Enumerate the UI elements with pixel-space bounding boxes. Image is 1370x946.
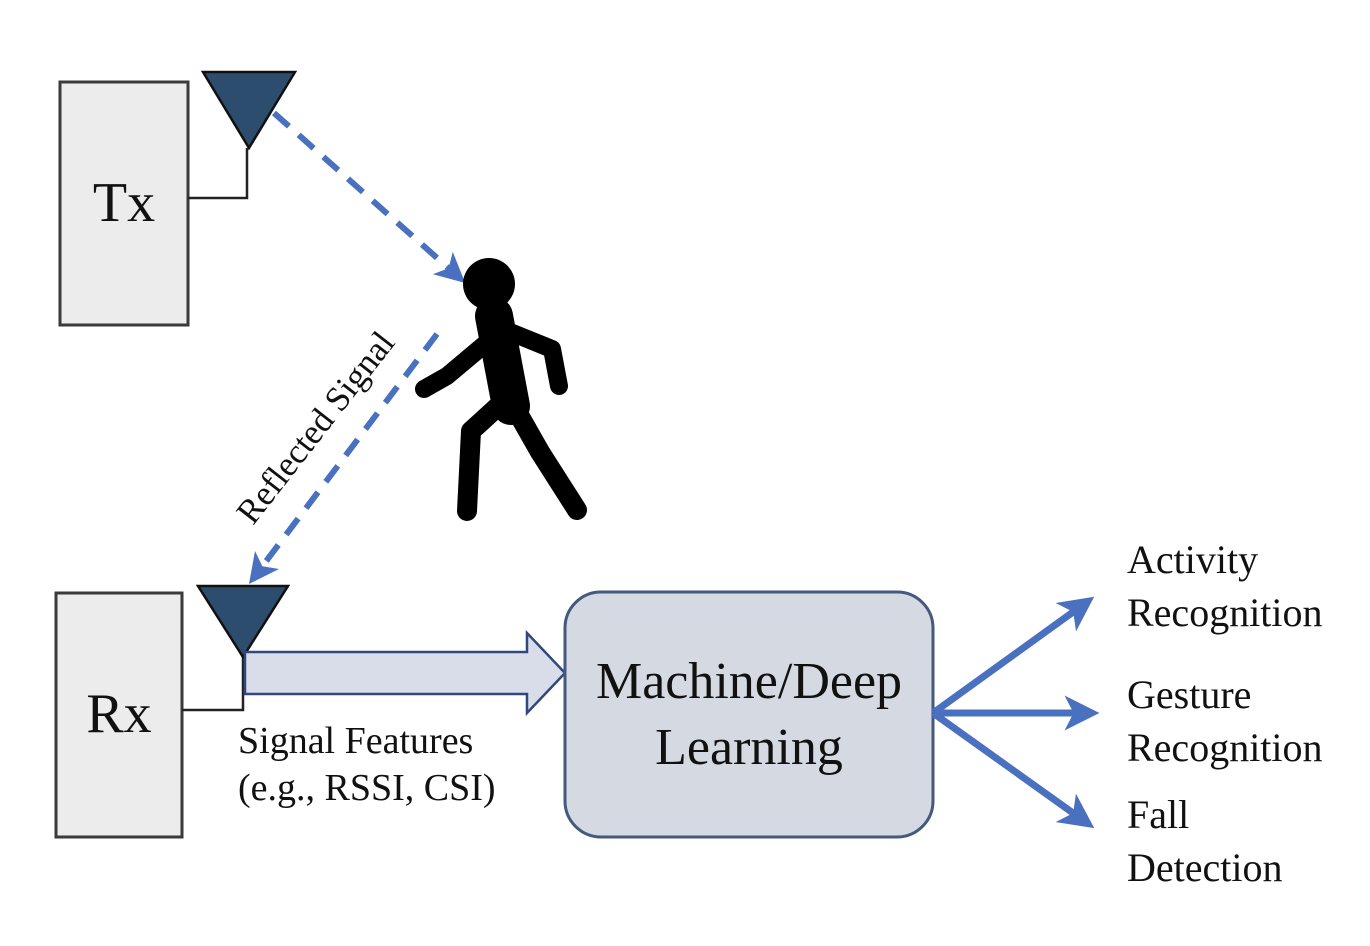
reflected-signal-dashed-arrow — [248, 332, 440, 584]
tx-antenna-icon — [200, 70, 298, 151]
signal-features-line2: (e.g., RSSI, CSI) — [238, 767, 496, 809]
output-label-gesture: Gesture Recognition — [1127, 668, 1323, 774]
output-arrow-fall — [930, 710, 1095, 829]
output-gesture-line2: Recognition — [1127, 725, 1323, 770]
rx-box — [54, 591, 184, 839]
ml-label: Machine/Deep Learning — [565, 592, 933, 837]
incident-signal-dashed-arrow — [272, 110, 466, 283]
output-fall-line1: Fall — [1127, 792, 1190, 837]
tx-antenna-feed-line — [188, 148, 249, 200]
rx-label: Rx — [86, 683, 152, 746]
tx-label: Tx — [92, 171, 156, 234]
output-fall-line2: Detection — [1127, 845, 1283, 890]
walking-person-icon — [415, 258, 587, 521]
rx-antenna-feed-line — [182, 657, 245, 712]
tx-box — [58, 80, 190, 327]
output-activity-line2: Recognition — [1127, 590, 1323, 635]
rx-antenna-icon — [195, 584, 291, 660]
output-label-fall: Fall Detection — [1127, 788, 1283, 894]
output-activity-line1: Activity — [1127, 537, 1259, 582]
output-arrow-activity — [930, 596, 1095, 716]
ml-label-line1: Machine/Deep — [595, 652, 903, 710]
signal-features-label: Signal Features (e.g., RSSI, CSI) — [238, 718, 496, 812]
ml-label-line2: Learning — [655, 718, 843, 776]
output-gesture-line1: Gesture — [1127, 672, 1252, 717]
output-label-activity: Activity Recognition — [1127, 533, 1323, 639]
signal-features-block-arrow — [243, 629, 567, 717]
signal-features-line1: Signal Features — [238, 720, 474, 762]
